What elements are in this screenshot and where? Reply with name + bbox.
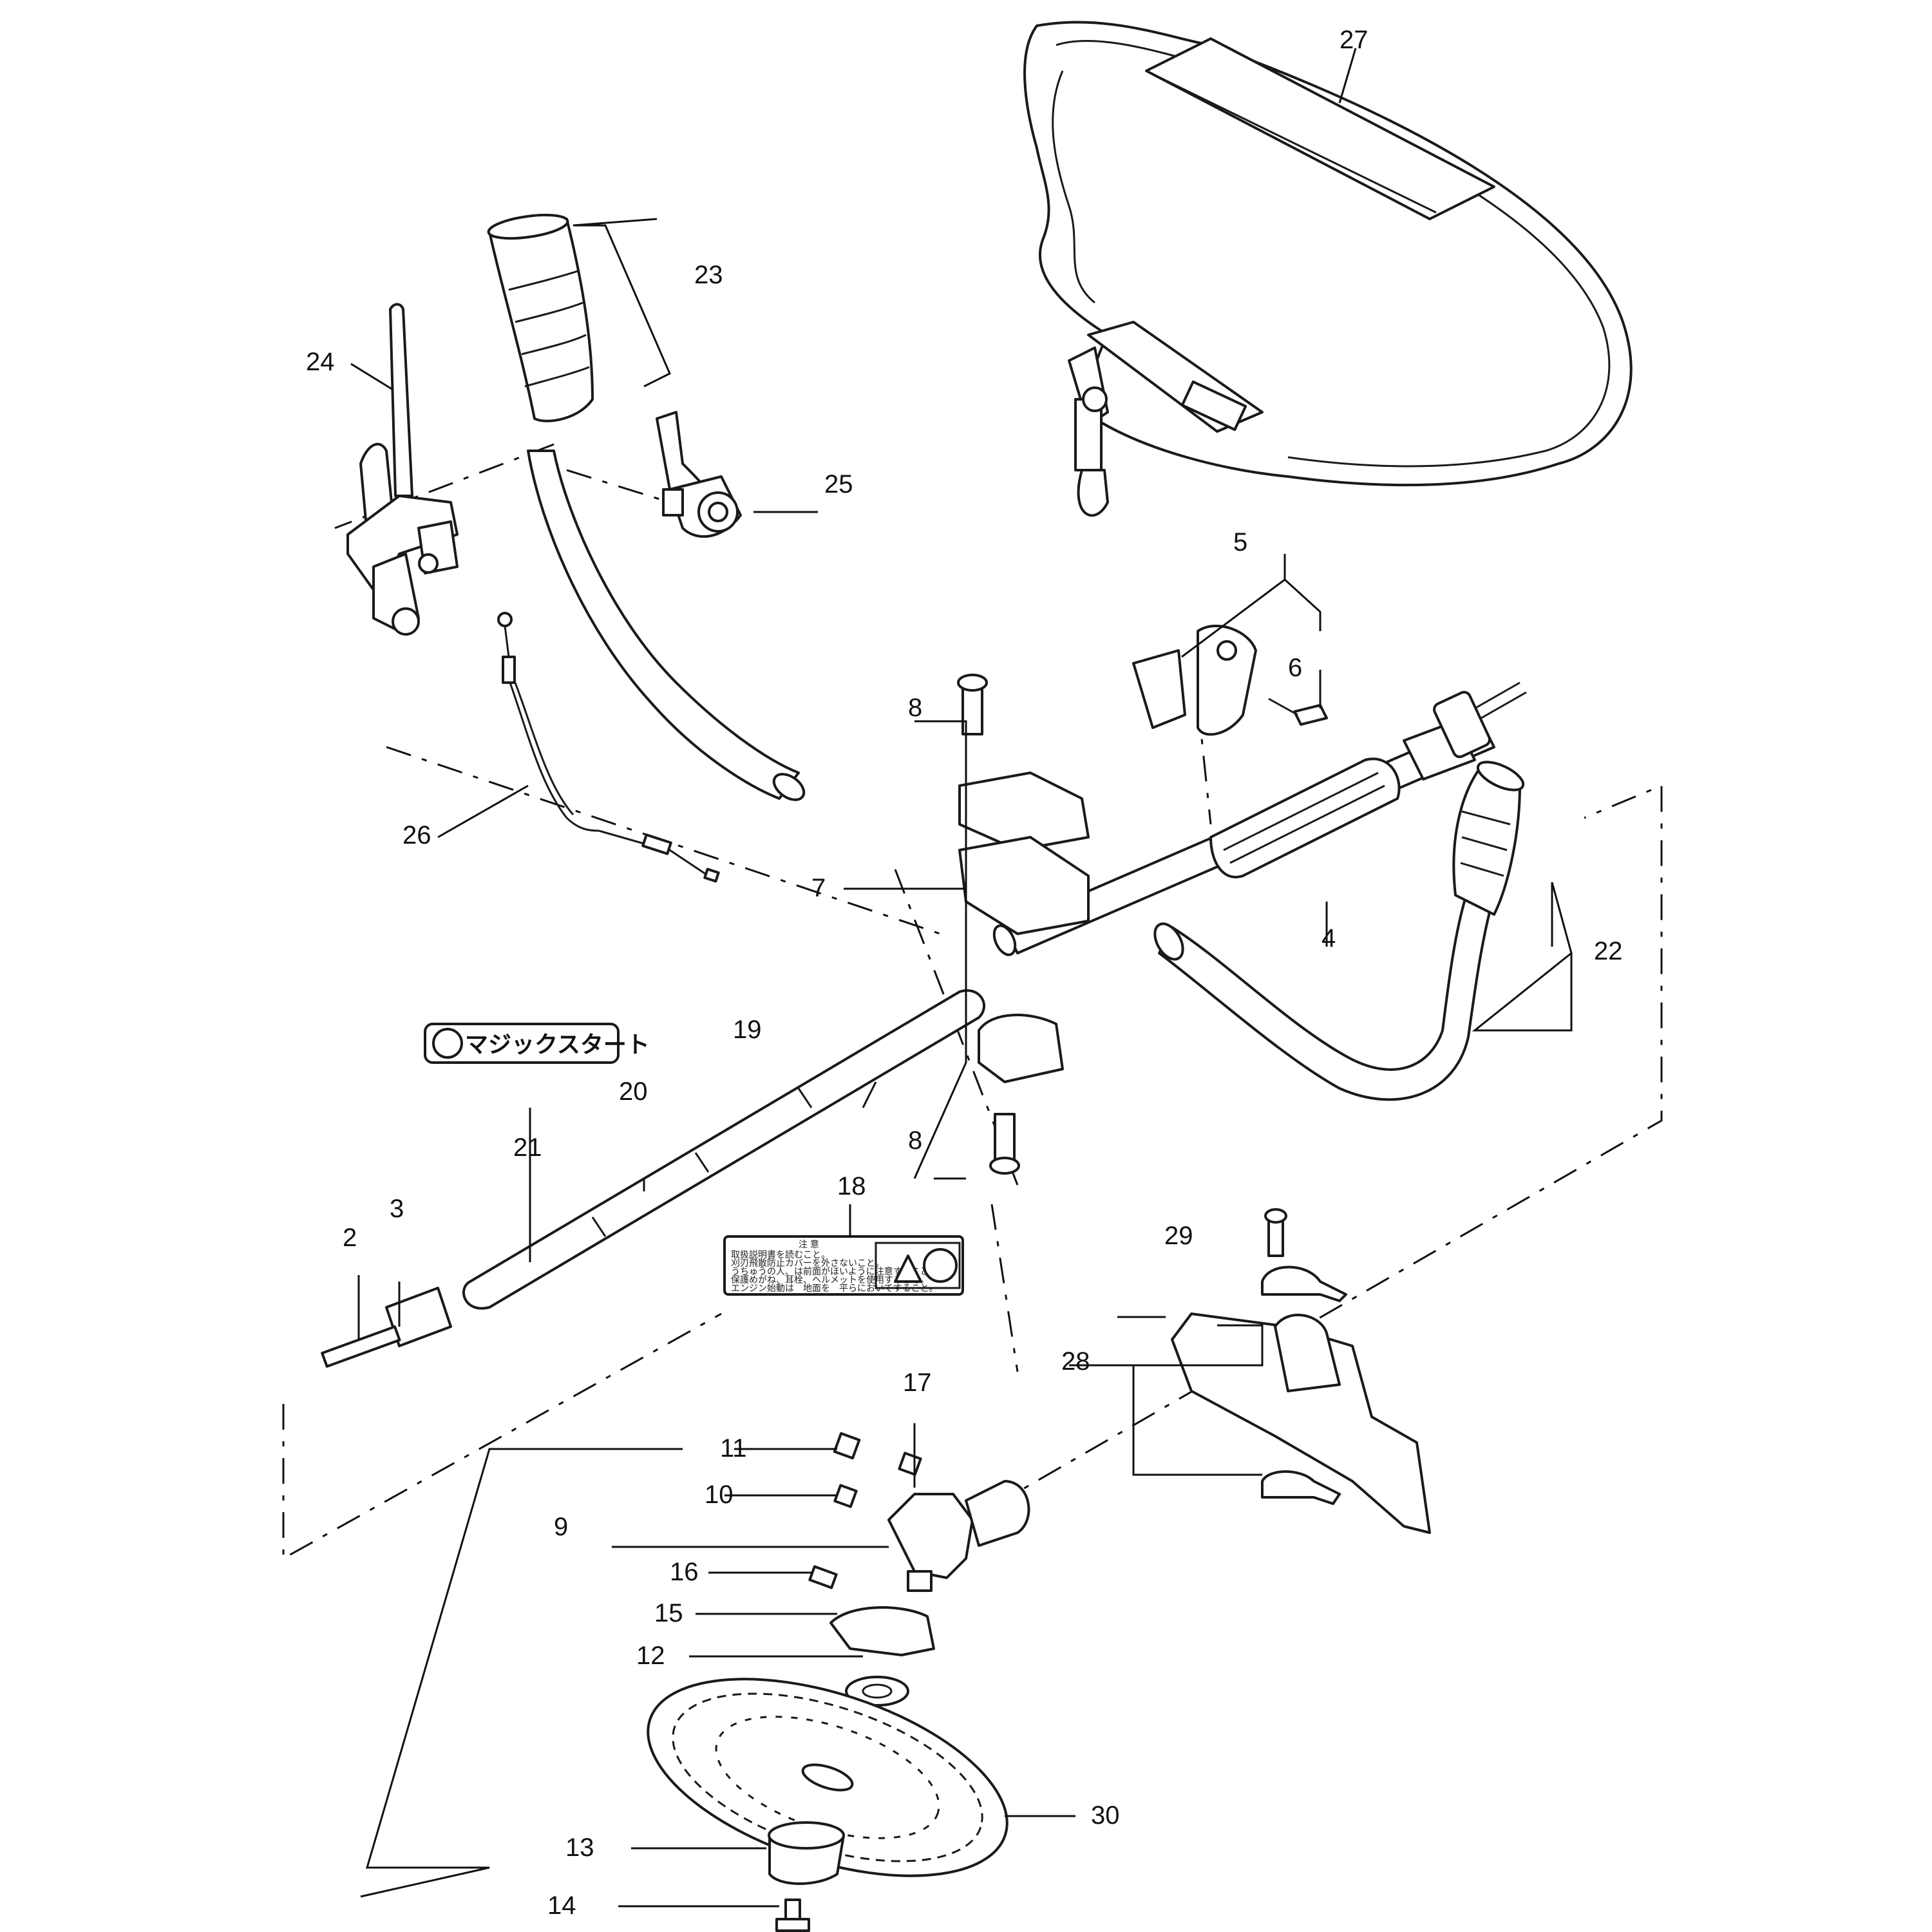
label-18: 18	[837, 1172, 866, 1200]
label-13: 13	[565, 1833, 594, 1862]
label-21: 21	[513, 1133, 542, 1162]
label-3: 3	[390, 1195, 404, 1223]
drive-shaft	[321, 989, 986, 1368]
label-12: 12	[636, 1642, 665, 1670]
label-8b: 8	[908, 1126, 922, 1155]
label-24: 24	[306, 348, 335, 376]
leader-lines	[350, 48, 1573, 1908]
label-7: 7	[811, 874, 826, 902]
label-17: 17	[903, 1368, 932, 1397]
warning-line-4: 保護めがね、耳栓、ヘルメットを使用すること。	[731, 1274, 929, 1285]
label-27: 27	[1340, 26, 1368, 54]
label-8a: 8	[908, 694, 922, 722]
warning-line-1: 取扱説明書を読むこと。	[731, 1249, 830, 1260]
warning-label: 注 意 取扱説明書を読むこと。 刈刃飛散防止カバーを外さないこと。 うちゅうの人…	[723, 1235, 964, 1296]
label-30: 30	[1091, 1801, 1120, 1830]
label-6: 6	[1288, 654, 1302, 682]
blade-guard	[1171, 1208, 1431, 1534]
main-shaft	[992, 681, 1527, 956]
label-16: 16	[670, 1558, 699, 1586]
decal-magic-start: マジックスタート	[424, 1023, 650, 1064]
warning-line-3: うちゅうの人、は前面がほいように注意すること。	[731, 1266, 938, 1276]
label-5: 5	[1233, 528, 1247, 556]
part-numbers: 27 23 24 25 5 6 8 26 7 4 22 19 20 8 21 1…	[306, 26, 1623, 1920]
decal-text: マジックスタート	[465, 1032, 650, 1058]
label-25: 25	[824, 470, 853, 498]
throttle-cable	[497, 612, 720, 883]
label-9: 9	[554, 1513, 568, 1541]
throttle-lever	[346, 303, 459, 636]
label-15: 15	[654, 1599, 683, 1627]
stop-switch	[656, 411, 742, 538]
label-2: 2	[343, 1224, 357, 1252]
label-4: 4	[1321, 924, 1336, 952]
handle-left	[487, 213, 806, 801]
warning-heading: 注 意	[799, 1239, 819, 1249]
warning-line-5: エンジン始動は 地面を 平らにおいてすること。	[731, 1283, 938, 1293]
label-10: 10	[705, 1481, 734, 1509]
label-23: 23	[694, 261, 723, 289]
label-20: 20	[619, 1077, 648, 1106]
shaft-clamp	[957, 674, 1090, 1175]
label-14: 14	[547, 1891, 576, 1920]
label-29: 29	[1164, 1222, 1193, 1250]
handle-right	[1153, 761, 1525, 1101]
gear-head	[808, 1432, 1030, 1707]
label-26: 26	[402, 821, 431, 849]
label-22: 22	[1594, 937, 1623, 965]
label-11: 11	[720, 1434, 747, 1463]
warning-line-2: 刈刃飛散防止カバーを外さないこと。	[731, 1258, 884, 1268]
harness	[1023, 21, 1633, 517]
blade-fasteners	[768, 1821, 845, 1932]
label-28: 28	[1061, 1347, 1090, 1376]
hanger-bracket	[1132, 625, 1328, 736]
label-19: 19	[733, 1016, 762, 1044]
